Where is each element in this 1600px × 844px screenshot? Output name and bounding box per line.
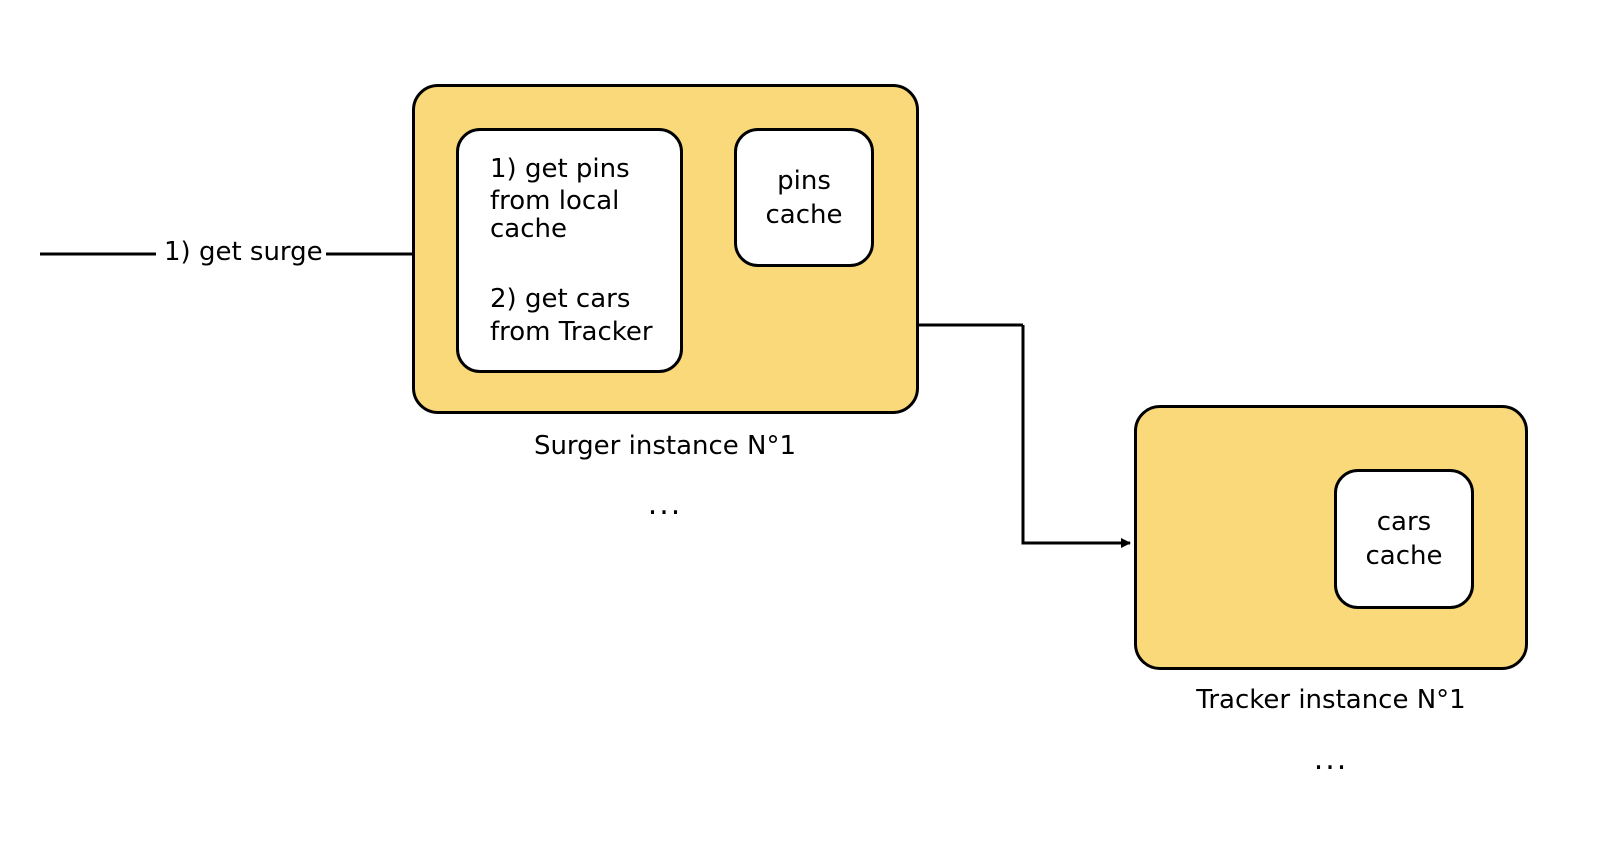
tracker-caption: Tracker instance N°1 [1196, 685, 1466, 715]
step2-line2: from Tracker [490, 317, 653, 347]
step1-line1: 1) get pins [490, 154, 630, 184]
pins-cache-box [734, 128, 874, 267]
surger-steps-box [456, 128, 683, 373]
surger-to-tracker-arrow [1021, 325, 1131, 548]
surger-caption: Surger instance N°1 [533, 431, 797, 461]
cars-cache-line1: cars [1376, 507, 1432, 537]
step2-line1: 2) get cars [490, 284, 631, 314]
get-surge-label: 1) get surge [164, 237, 323, 267]
step1-line3: cache [490, 214, 567, 244]
surger-more-ellipsis: ... [647, 487, 683, 522]
tracker-more-ellipsis: ... [1313, 742, 1349, 777]
pins-cache-line1: pins [777, 166, 831, 196]
cars-cache-box [1334, 469, 1474, 609]
pins-cache-line2: cache [765, 200, 843, 230]
step1-line2: from local [490, 186, 620, 216]
cars-cache-line2: cache [1365, 541, 1443, 571]
